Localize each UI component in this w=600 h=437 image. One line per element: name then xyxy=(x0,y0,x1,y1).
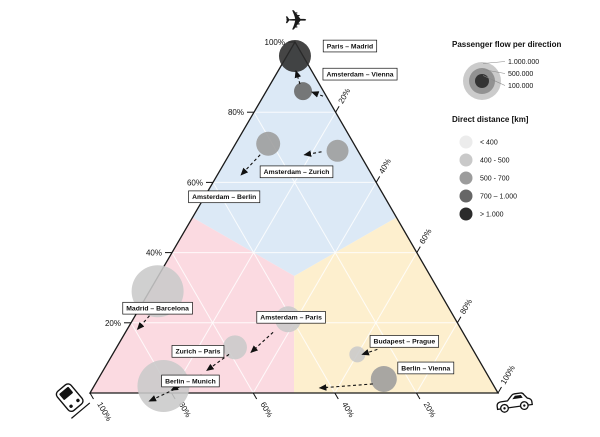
tick-label-car: 20% xyxy=(337,87,353,105)
point-label-madrid-barcelona: Madrid – Barcelona xyxy=(122,301,193,315)
flow-legend-leader xyxy=(482,69,506,74)
distance-legend-label: 700 – 1.000 xyxy=(480,194,517,201)
tick-label-train: 40% xyxy=(340,401,356,419)
point-label-berlin-vienna: Berlin – Vienna xyxy=(397,361,455,375)
point-label-text: Budapest – Prague xyxy=(374,339,436,346)
point-label-box xyxy=(259,165,334,179)
tick-label-plane: 60% xyxy=(187,178,203,187)
point-label-zurich-paris: Zurich – Paris xyxy=(171,345,225,358)
point-label-berlin-munich: Berlin – Munich xyxy=(161,374,220,388)
shift-arrow-zurich-paris xyxy=(206,353,230,372)
flow-legend-title: Passenger flow per direction xyxy=(452,40,561,49)
distance-legend-swatch xyxy=(459,171,473,185)
gridline xyxy=(334,252,418,394)
shift-arrow-amsterdam-berlin xyxy=(240,154,261,176)
bubble-zurich-paris xyxy=(222,335,247,360)
flow-legend-leader xyxy=(482,75,506,86)
bubble-paris-madrid xyxy=(278,40,311,73)
bubble-amsterdam-berlin xyxy=(256,131,281,156)
tick-train xyxy=(252,392,258,400)
distance-legend-label: 500 - 700 xyxy=(480,176,510,183)
train-icon xyxy=(55,383,91,419)
point-label-box xyxy=(397,361,455,375)
point-label-amsterdam-paris: Amsterdam – Paris xyxy=(256,311,326,324)
point-label-text: Madrid – Barcelona xyxy=(126,306,189,313)
region-car-dominant xyxy=(294,217,498,393)
bubble-amsterdam-zurich xyxy=(326,139,349,162)
point-label-text: Berlin – Munich xyxy=(165,378,216,385)
shift-arrow-amsterdam-zurich xyxy=(303,150,322,157)
point-label-text: Berlin – Vienna xyxy=(401,365,450,372)
point-label-box xyxy=(256,311,326,324)
flow-legend-circle xyxy=(475,74,489,88)
gridline xyxy=(415,322,458,394)
tick-car xyxy=(335,105,340,113)
flow-legend-label: 1.000.000 xyxy=(508,59,539,66)
point-label-text: Amsterdam – Zurich xyxy=(264,169,330,176)
tick-label-car: 100% xyxy=(499,364,517,386)
distance-legend-swatch xyxy=(459,153,473,167)
tick-label-train: 100% xyxy=(95,401,113,423)
gridline xyxy=(212,182,336,394)
car-icon xyxy=(496,392,533,413)
gridline xyxy=(252,182,377,394)
distance-legend-title: Direct distance [km] xyxy=(452,115,529,124)
tick-car xyxy=(375,176,381,183)
flow-legend-leader xyxy=(482,61,506,64)
shift-arrow-paris-madrid xyxy=(294,69,302,85)
triangle-outline xyxy=(88,40,500,394)
distance-legend-swatch xyxy=(459,135,473,149)
point-label-amsterdam-berlin: Amsterdam – Berlin xyxy=(188,190,261,204)
tick-label-plane: 40% xyxy=(146,249,162,258)
tick-label-train: 20% xyxy=(422,401,438,419)
point-label-box xyxy=(188,190,261,204)
flow-legend-label: 100.000 xyxy=(508,83,533,90)
point-label-box xyxy=(161,374,220,388)
tick-label-plane: 80% xyxy=(228,108,244,117)
tick-label-train: 60% xyxy=(258,401,274,419)
point-label-amsterdam-zurich: Amsterdam – Zurich xyxy=(259,165,334,179)
distance-legend-label: > 1.000 xyxy=(480,212,504,219)
bubble-berlin-vienna xyxy=(370,365,397,392)
plane-icon: ✈ xyxy=(284,4,307,37)
point-label-text: Paris – Madrid xyxy=(327,43,373,50)
flow-legend-label: 500.000 xyxy=(508,71,533,78)
shift-arrow-budapest-prague xyxy=(361,348,378,356)
point-label-box xyxy=(122,301,193,315)
point-label-box xyxy=(369,335,439,348)
tick-train xyxy=(415,392,421,400)
bubble-amsterdam-vienna xyxy=(294,82,313,101)
point-label-text: Zurich – Paris xyxy=(175,349,220,356)
point-label-amsterdam-vienna: Amsterdam – Vienna xyxy=(322,67,398,81)
point-label-budapest-prague: Budapest – Prague xyxy=(369,335,439,348)
tick-label-plane: 100% xyxy=(265,38,285,47)
point-label-paris-madrid: Paris – Madrid xyxy=(322,39,378,53)
tick-label-car: 80% xyxy=(458,297,474,315)
region-plane-dominant xyxy=(192,42,397,276)
tick-train xyxy=(89,392,94,400)
tick-car xyxy=(497,386,502,394)
point-label-text: Amsterdam – Berlin xyxy=(192,194,256,201)
tick-label-car: 60% xyxy=(418,227,434,245)
shift-arrow-amsterdam-vienna xyxy=(310,91,324,98)
tick-car xyxy=(456,316,462,324)
distance-legend-label: 400 - 500 xyxy=(480,158,510,165)
tick-label-plane: 20% xyxy=(105,319,121,328)
point-label-box xyxy=(171,345,225,358)
shift-arrow-amsterdam-paris xyxy=(250,331,274,354)
distance-legend-swatch xyxy=(459,189,473,203)
tick-label-car: 40% xyxy=(377,157,393,175)
point-label-text: Amsterdam – Paris xyxy=(260,315,322,322)
point-label-box xyxy=(322,39,378,53)
point-label-box xyxy=(322,67,398,81)
distance-legend-label: < 400 xyxy=(480,140,498,147)
distance-legend-swatch xyxy=(459,207,473,221)
gridline xyxy=(171,252,254,394)
tick-car xyxy=(416,246,421,253)
tick-train xyxy=(334,392,339,400)
bubble-budapest-prague xyxy=(349,346,366,363)
point-label-text: Amsterdam – Vienna xyxy=(326,71,393,78)
